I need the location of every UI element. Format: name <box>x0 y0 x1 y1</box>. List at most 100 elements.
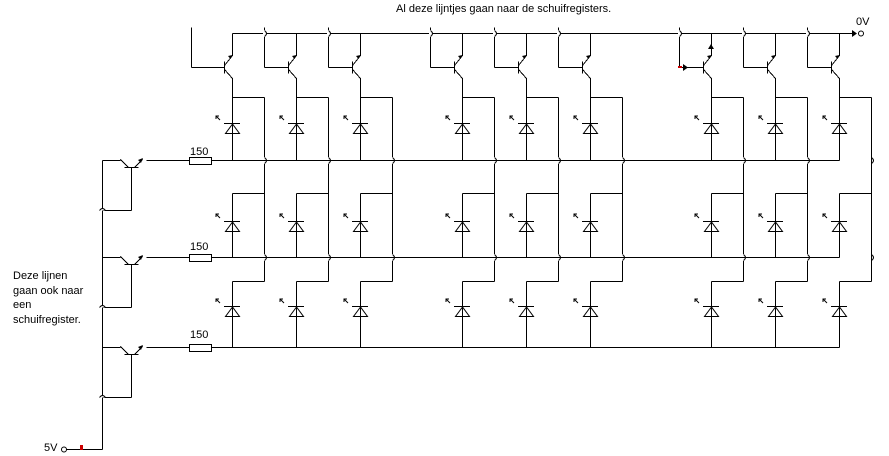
led-triangle <box>454 221 471 232</box>
led-light-arrow-head <box>343 298 347 302</box>
led-light-arrow-head <box>343 115 347 119</box>
led-light-arrow-head <box>279 213 283 217</box>
transistor-collector <box>582 69 591 79</box>
led-icon <box>509 115 535 134</box>
led-light-arrow-head <box>509 213 513 217</box>
column-transistor <box>703 55 712 79</box>
led-triangle <box>518 306 535 317</box>
signal-arrow <box>708 44 714 49</box>
led-triangle <box>518 123 535 134</box>
led-light-arrow <box>573 298 579 304</box>
led-light-arrow-head <box>758 115 762 119</box>
resistor-150 <box>189 157 212 165</box>
resistor-value-label: 150 <box>190 329 209 341</box>
wire-crossing-hop <box>494 30 497 37</box>
led-triangle <box>288 123 305 134</box>
led-icon <box>215 115 241 134</box>
row-2 <box>102 254 840 308</box>
transistor-arrow <box>292 55 297 59</box>
led-triangle <box>224 306 241 317</box>
column-1 <box>191 27 267 348</box>
resistor-150 <box>189 344 212 352</box>
column-transistor <box>582 55 591 79</box>
led-icon <box>343 298 369 317</box>
column-7 <box>678 27 746 348</box>
led-icon <box>822 213 848 232</box>
led-triangle <box>831 221 848 232</box>
led-light-arrow-head <box>758 213 762 217</box>
led-icon <box>279 213 305 232</box>
led-light-arrow <box>758 115 764 121</box>
column-8 <box>742 27 810 348</box>
led-triangle <box>454 306 471 317</box>
column-6 <box>557 27 625 348</box>
led-triangle <box>288 221 305 232</box>
transistor-collector <box>454 69 463 79</box>
transistor-arrow <box>458 55 463 59</box>
bus-arrow <box>852 30 857 37</box>
led-light-arrow <box>694 298 700 304</box>
led-triangle <box>767 123 784 134</box>
led-icon <box>573 213 599 232</box>
left-annotation-line: gaan ook naar <box>13 284 84 297</box>
led-light-arrow <box>343 213 349 219</box>
transistor-collector <box>120 346 129 355</box>
led-light-arrow-head <box>215 298 219 302</box>
transistor-arrow <box>771 55 776 59</box>
led-triangle <box>767 306 784 317</box>
led-light-arrow-head <box>509 115 513 119</box>
led-icon <box>822 115 848 134</box>
wire-crossing-hop <box>807 30 810 37</box>
resistor-value-label: 150 <box>190 241 209 253</box>
wire-crossing-hop <box>871 157 874 164</box>
row-transistor <box>120 158 143 168</box>
ground-terminal <box>858 30 864 37</box>
wire-crossing-hop <box>99 208 106 211</box>
led-light-arrow-head <box>694 115 698 119</box>
wire-crossing-gap <box>493 30 496 37</box>
resistor-150 <box>189 254 212 262</box>
supply-terminal-label: 5V <box>44 442 58 454</box>
led-icon <box>509 213 535 232</box>
row-transistor <box>120 255 143 265</box>
transistor-arrow <box>835 55 840 59</box>
wire-crossing-gap <box>806 30 809 37</box>
led-triangle <box>582 221 599 232</box>
led-icon <box>694 298 720 317</box>
led-triangle <box>582 306 599 317</box>
led-triangle <box>767 221 784 232</box>
led-triangle <box>703 123 720 134</box>
led-light-arrow-head <box>215 213 219 217</box>
led-light-arrow <box>215 115 221 121</box>
column-transistor <box>767 55 776 79</box>
led-icon <box>758 213 784 232</box>
left-annotation-line: Deze lijnen <box>13 270 68 282</box>
led-icon <box>509 298 535 317</box>
led-triangle <box>518 221 535 232</box>
led-light-arrow-head <box>343 213 347 217</box>
led-triangle <box>224 221 241 232</box>
led-light-arrow-head <box>694 298 698 302</box>
led-icon <box>445 298 471 317</box>
led-light-arrow <box>694 115 700 121</box>
led-light-arrow <box>758 213 764 219</box>
led-light-arrow <box>279 213 285 219</box>
led-light-arrow <box>279 115 285 121</box>
led-icon <box>758 115 784 134</box>
wire-crossing-hop <box>743 30 746 37</box>
transistor-collector <box>224 69 233 79</box>
column-transistor <box>224 55 233 79</box>
led-light-arrow <box>509 298 515 304</box>
transistor-collector <box>352 69 361 79</box>
led-triangle <box>582 123 599 134</box>
transistor-collector <box>703 69 712 79</box>
led-triangle <box>352 221 369 232</box>
led-light-arrow <box>343 298 349 304</box>
led-icon <box>215 213 241 232</box>
wire-crossing-hop <box>99 395 106 398</box>
led-light-arrow <box>445 115 451 121</box>
led-light-arrow <box>343 115 349 121</box>
wire-crossing-hop <box>871 254 874 261</box>
wire-crossing-hop <box>679 30 682 37</box>
supply-terminal <box>61 446 67 453</box>
